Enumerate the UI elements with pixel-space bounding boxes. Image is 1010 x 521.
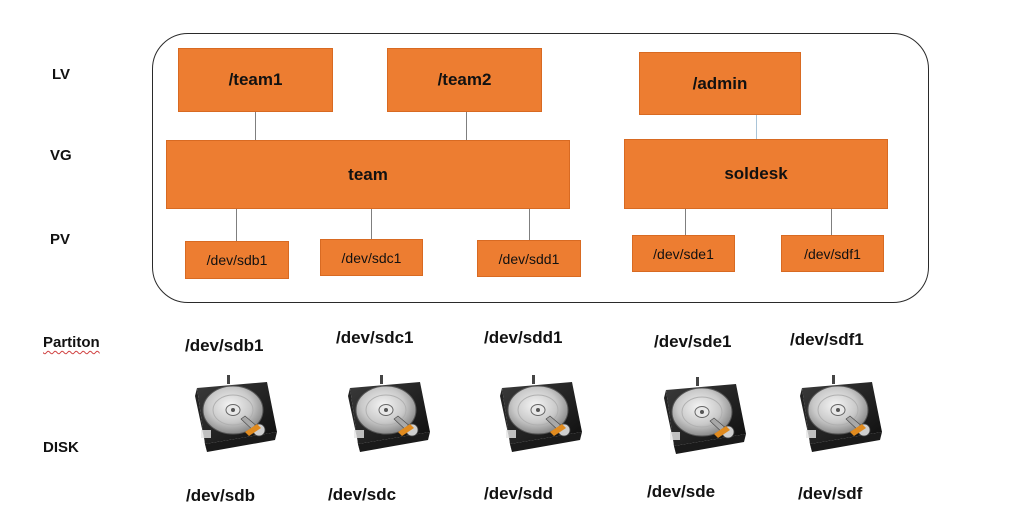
pv-sdb1: /dev/sdb1 [185, 241, 289, 279]
connector-soldesk-sdf1 [831, 209, 832, 235]
lv-team1: /team1 [178, 48, 333, 112]
row-label-partition: Partiton [43, 334, 100, 351]
row-label-lv: LV [52, 66, 71, 83]
connector-soldesk-sde1 [685, 209, 686, 235]
pv-label: /dev/sde1 [653, 245, 714, 262]
vg-team: team [166, 140, 570, 209]
connector-team1-team [255, 111, 256, 140]
partition-label-sdf1: /dev/sdf1 [790, 330, 864, 349]
connector-admin-soldesk [756, 115, 757, 139]
disk-label-sdc: /dev/sdc [328, 485, 397, 504]
disk-label-sdf: /dev/sdf [798, 484, 863, 503]
vg-label: soldesk [724, 164, 788, 183]
vg-label: team [348, 164, 388, 184]
connector-team2-team [466, 111, 467, 140]
disk-label-sdb: /dev/sdb [186, 486, 255, 505]
disk-label-sdd: /dev/sdd [484, 484, 553, 503]
lv-label: /team1 [228, 70, 283, 89]
pv-label: /dev/sdd1 [498, 250, 560, 267]
lv-team2: /team2 [387, 48, 542, 112]
disk-label-sde: /dev/sde [647, 482, 716, 501]
connector-team-sdc1 [371, 209, 372, 239]
pv-sdc1: /dev/sdc1 [320, 239, 423, 276]
hard-drive-icon [187, 370, 279, 454]
pv-sdf1: /dev/sdf1 [781, 235, 884, 272]
pv-label: /dev/sdf1 [804, 245, 861, 262]
pv-label: /dev/sdb1 [206, 252, 268, 268]
lv-label: /team2 [437, 70, 492, 89]
row-label-disk: DISK [43, 439, 79, 456]
row-label-pv: PV [50, 231, 71, 248]
hard-drive-icon [792, 370, 884, 454]
hard-drive-icon [492, 370, 584, 454]
connector-team-sdd1 [529, 209, 530, 241]
row-label-vg: VG [50, 147, 72, 164]
pv-sdd1: /dev/sdd1 [477, 240, 581, 277]
hard-drive-icon [656, 372, 748, 456]
pv-sde1: /dev/sde1 [632, 235, 735, 272]
connector-team-sdb1 [236, 209, 237, 241]
lv-label: /admin [692, 73, 748, 93]
lv-admin: /admin [639, 52, 801, 115]
vg-soldesk: soldesk [624, 139, 888, 209]
partition-label-sdb1: /dev/sdb1 [185, 336, 264, 355]
hard-drive-icon [340, 370, 432, 454]
partition-label-sdd1: /dev/sdd1 [484, 328, 563, 347]
pv-label: /dev/sdc1 [341, 249, 402, 266]
partition-label-sdc1: /dev/sdc1 [336, 328, 414, 347]
partition-label-sde1: /dev/sde1 [654, 332, 732, 351]
